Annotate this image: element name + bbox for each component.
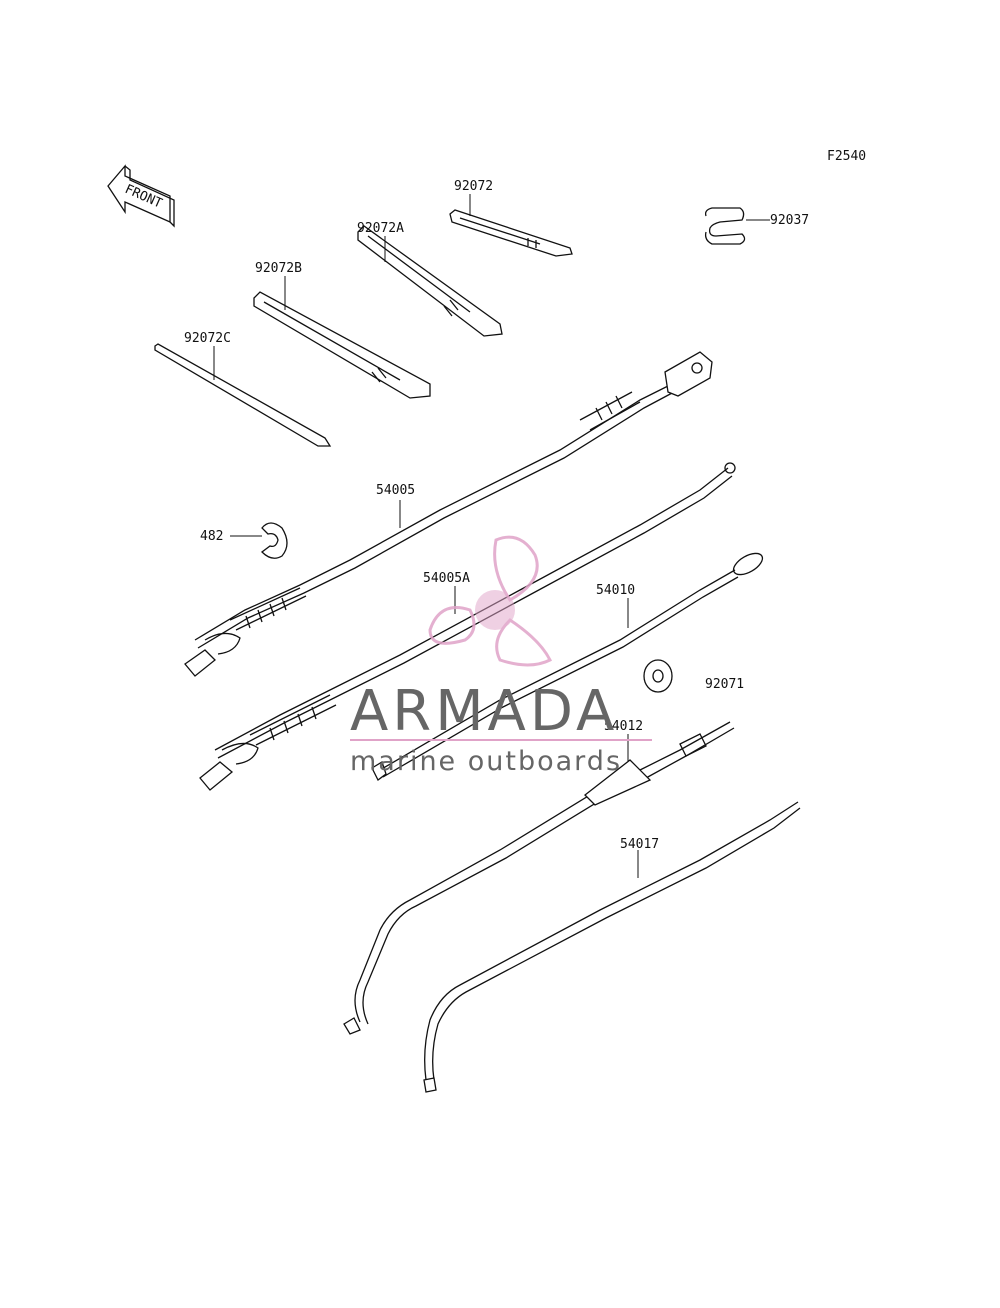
label-482: 482 [200, 529, 223, 544]
cable-54010: 54010 [371, 552, 764, 781]
band-92072B: 92072B [253, 261, 431, 399]
label-54012: 54012 [604, 719, 643, 734]
figure-code: F2540 [827, 149, 866, 164]
label-92072C: 92072C [184, 331, 231, 346]
tie-92072C: 92072C [154, 331, 332, 447]
front-arrow-icon: FRONT [107, 164, 175, 228]
label-92037: 92037 [770, 213, 809, 228]
cable-54005A: 54005A [199, 462, 736, 791]
label-54005A: 54005A [423, 571, 470, 586]
watermark-brand: ARMADA [350, 679, 618, 744]
label-92072B: 92072B [255, 261, 302, 276]
cable-54017: 54017 [423, 801, 801, 1093]
grommet-92071: 92071 [643, 659, 744, 693]
watermark-tagline: marine outboards [350, 746, 622, 777]
label-92072: 92072 [454, 179, 493, 194]
label-92072A: 92072A [357, 221, 404, 236]
cable-54012: 54012 [343, 719, 735, 1035]
clip-482: 482 [200, 522, 288, 559]
band-92072: 92072 [449, 179, 573, 257]
band-92072A: 92072A [357, 221, 503, 337]
label-54017: 54017 [620, 837, 659, 852]
clamp-92037: 92037 [704, 207, 809, 245]
cable-54005: 54005 [184, 351, 713, 677]
label-54005: 54005 [376, 483, 415, 498]
label-92071: 92071 [705, 677, 744, 692]
propeller-icon [428, 535, 553, 667]
label-54010: 54010 [596, 583, 635, 598]
